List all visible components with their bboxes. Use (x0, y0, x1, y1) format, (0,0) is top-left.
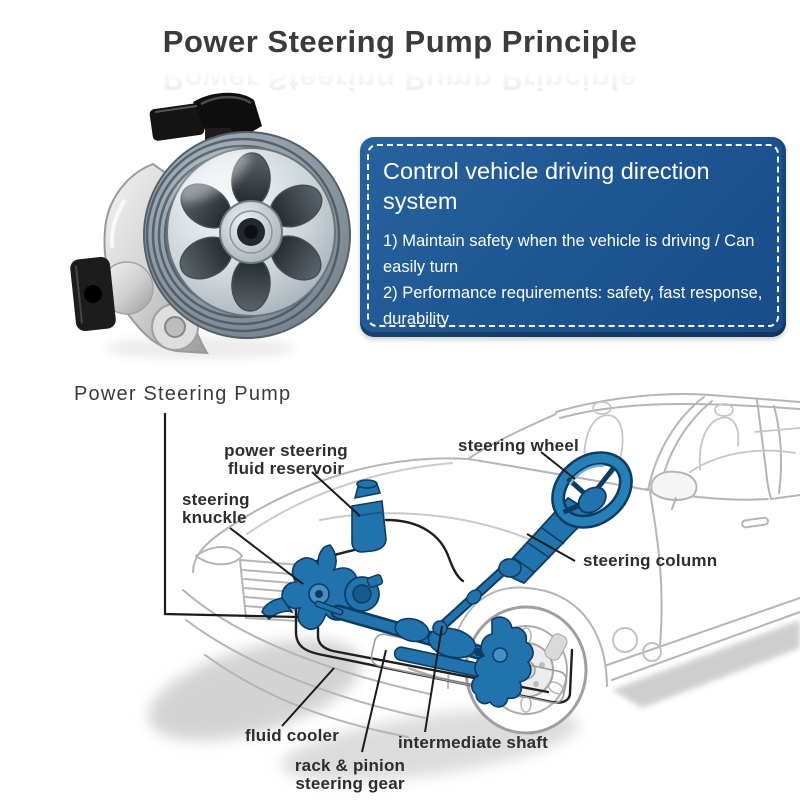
pump-inlet-fitting (149, 92, 262, 156)
label-steering-knuckle-line1: steering (182, 490, 250, 509)
pump-side-bracket (70, 256, 116, 332)
diagram-caption-power-steering-pump: Power Steering Pump (74, 383, 292, 405)
leader-rack-pinion (361, 649, 387, 753)
info-box-dashed-border: Control vehicle driving direction system… (367, 144, 779, 328)
label-fluid-reservoir-line2: fluid reservoir (227, 459, 345, 479)
power-steering-pump-photo (70, 92, 351, 360)
leader-knuckle (229, 527, 304, 585)
pump-unit-part (344, 574, 384, 612)
label-intermediate-shaft: intermediate shaft (398, 733, 549, 752)
wheel-knuckle-part (470, 616, 534, 708)
label-fluid-cooler: fluid cooler (245, 726, 340, 745)
label-fluid-reservoir: power steering fluid reservoir (216, 441, 356, 479)
leader-reservoir (311, 471, 361, 517)
leader-steering-wheel (540, 451, 576, 480)
label-steering-knuckle: steering knuckle (182, 490, 250, 528)
leader-fluid-cooler (281, 667, 335, 727)
info-box-point-2: 2) Performance requirements: safety, fas… (383, 284, 763, 329)
pulley-cutouts (179, 152, 323, 312)
leader-lines (229, 451, 576, 753)
page-title: Power Steering Pump Principle (162, 24, 638, 59)
leader-steering-column (526, 533, 576, 562)
label-steering-column: steering column (583, 551, 718, 570)
label-steering-knuckle-line2: knuckle (182, 508, 247, 528)
steering-wheel-part (551, 451, 633, 529)
info-box-heading: Control vehicle driving direction system (383, 158, 710, 215)
steering-column-part (498, 497, 593, 584)
rack-pinion-part (314, 600, 498, 660)
label-rack-pinion-line2: steering gear (295, 774, 405, 794)
fluid-reservoir-part (351, 479, 387, 553)
label-steering-wheel: steering wheel (458, 436, 579, 455)
label-rack-pinion: rack & pinion steering gear (285, 756, 415, 794)
pump-pulley (143, 131, 351, 339)
leader-intermediate-shaft (424, 625, 443, 733)
info-box-point-1: 1) Maintain safety when the vehicle is d… (383, 232, 755, 277)
pump-caption-pointer-line (163, 413, 299, 619)
info-box: Control vehicle driving direction system… (360, 137, 786, 337)
label-fluid-reservoir-line1: power steering (224, 441, 348, 460)
intermediate-shaft-part (432, 558, 516, 636)
label-rack-pinion-line1: rack & pinion (294, 756, 406, 775)
